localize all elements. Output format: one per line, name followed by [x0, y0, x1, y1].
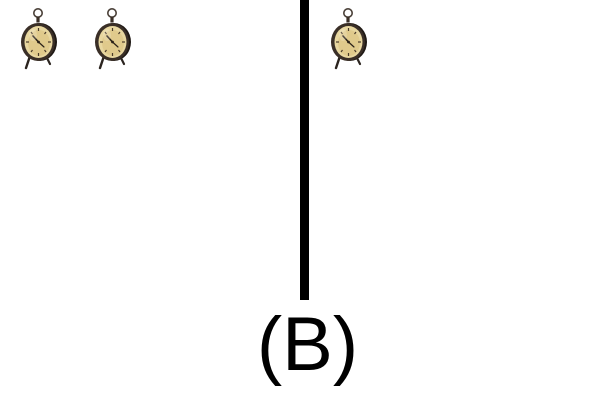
alarm-clock-icon — [92, 6, 132, 70]
alarm-clock-icon — [328, 6, 368, 70]
vertical-divider — [300, 0, 309, 300]
option-label: (B) — [256, 302, 359, 387]
alarm-clock-icon — [18, 6, 58, 70]
